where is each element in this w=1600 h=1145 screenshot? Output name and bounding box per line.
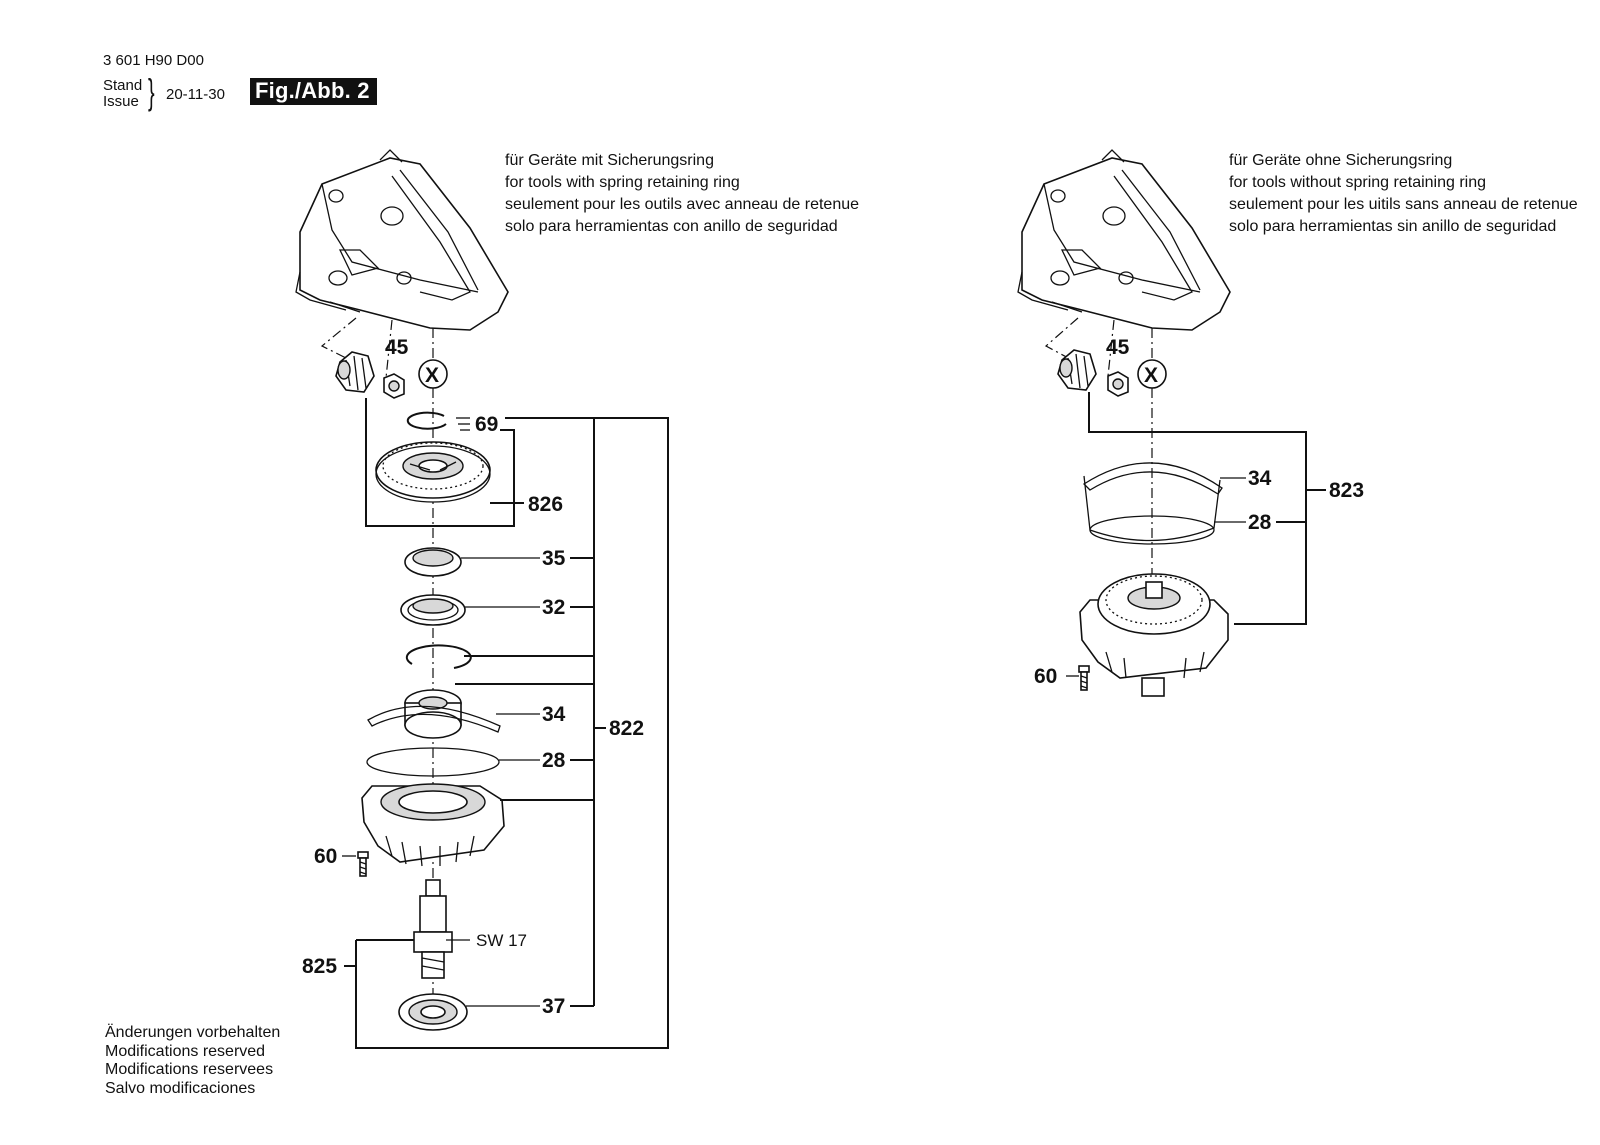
label-822: 822 bbox=[609, 717, 644, 740]
modifications-reserved-note: Änderungen vorbehalten Modifications res… bbox=[105, 1024, 280, 1098]
label-sw17: SW 17 bbox=[476, 931, 527, 950]
left-callout-lines bbox=[342, 398, 669, 1049]
label-823: 823 bbox=[1329, 479, 1364, 502]
label-825: 825 bbox=[302, 955, 337, 978]
x-marker-circle bbox=[1137, 359, 1167, 389]
note-with-retaining-ring: für Geräte mit Sicherungsring for tools … bbox=[505, 150, 859, 238]
screw bbox=[357, 851, 369, 877]
label-60: 60 bbox=[1034, 665, 1057, 688]
issue-date: 20-11-30 bbox=[166, 86, 225, 103]
note-line: seulement pour les uitils sans anneau de… bbox=[1229, 196, 1578, 213]
right-callout-lines bbox=[1066, 392, 1326, 677]
pinion-gear bbox=[335, 351, 375, 393]
x-marker-circle bbox=[418, 359, 448, 389]
retaining-ring bbox=[406, 411, 447, 430]
footer-line: Modifications reservees bbox=[105, 1061, 274, 1078]
note-line: seulement pour les outils avec anneau de… bbox=[505, 196, 860, 213]
brace-symbol: } bbox=[148, 71, 155, 112]
figure-badge: Fig./Abb. 2 bbox=[250, 78, 377, 105]
label-34: 34 bbox=[1248, 467, 1272, 490]
note-line: für Geräte ohne Sicherungsring bbox=[1229, 152, 1453, 169]
issue-label: Issue bbox=[103, 93, 139, 110]
note-line: for tools with spring retaining ring bbox=[505, 174, 740, 191]
label-35: 35 bbox=[542, 547, 566, 570]
snap-ring bbox=[405, 644, 472, 669]
o-ring bbox=[1089, 515, 1215, 545]
footer-line: Salvo modificaciones bbox=[105, 1079, 256, 1097]
label-60: 60 bbox=[314, 845, 337, 868]
label-28: 28 bbox=[542, 749, 566, 772]
spring-washer-rim bbox=[1083, 475, 1221, 542]
gear-housing-illustration bbox=[295, 149, 509, 331]
footer-line: Änderungen vorbehalten bbox=[105, 1024, 281, 1041]
spring-washer bbox=[1082, 462, 1223, 495]
note-line: solo para herramientas sin anillo de seg… bbox=[1229, 218, 1557, 235]
label-x: X bbox=[425, 364, 439, 387]
o-ring bbox=[366, 747, 500, 777]
screw bbox=[1078, 665, 1090, 691]
right-assembly: 45 X 34 823 28 60 bbox=[1017, 149, 1364, 697]
bearing-flange-with-gear bbox=[1079, 573, 1229, 697]
note-line: for tools without spring retaining ring bbox=[1229, 174, 1487, 191]
pinion-axis bbox=[320, 317, 357, 361]
nut-axis bbox=[385, 319, 393, 379]
left-assembly: 45 X 69 826 35 32 34 822 28 60 SW 17 825… bbox=[295, 149, 669, 1049]
footer-line: Modifications reserved bbox=[105, 1042, 266, 1060]
note-line: solo para herramientas con anillo de seg… bbox=[505, 218, 838, 235]
bearing-sleeve bbox=[404, 547, 462, 577]
spindle bbox=[413, 879, 453, 979]
spring-washer bbox=[367, 705, 501, 733]
label-37: 37 bbox=[542, 995, 565, 1018]
label-69: 69 bbox=[475, 413, 498, 436]
stand-label: Stand bbox=[103, 77, 143, 94]
label-32: 32 bbox=[542, 596, 565, 619]
label-x: X bbox=[1144, 364, 1158, 387]
label-45: 45 bbox=[385, 336, 409, 359]
nut-axis bbox=[1107, 319, 1115, 377]
note-without-retaining-ring: für Geräte ohne Sicherungsring for tools… bbox=[1229, 150, 1578, 238]
bearing-cup bbox=[400, 594, 466, 626]
document-number: 3 601 H90 D00 bbox=[103, 52, 204, 69]
ball-bearing bbox=[404, 689, 462, 739]
nut bbox=[383, 373, 405, 399]
label-28: 28 bbox=[1248, 511, 1272, 534]
note-line: für Geräte mit Sicherungsring bbox=[505, 152, 714, 169]
pinion-gear bbox=[1057, 349, 1097, 391]
label-45: 45 bbox=[1106, 336, 1130, 359]
bearing-flange bbox=[361, 783, 505, 867]
bevel-gear bbox=[375, 441, 491, 503]
nut bbox=[1107, 371, 1129, 397]
spindle-bearing bbox=[398, 993, 468, 1031]
label-34: 34 bbox=[542, 703, 566, 726]
label-826: 826 bbox=[528, 493, 563, 516]
gear-housing-illustration bbox=[1017, 149, 1231, 331]
pinion-axis bbox=[1044, 317, 1079, 361]
